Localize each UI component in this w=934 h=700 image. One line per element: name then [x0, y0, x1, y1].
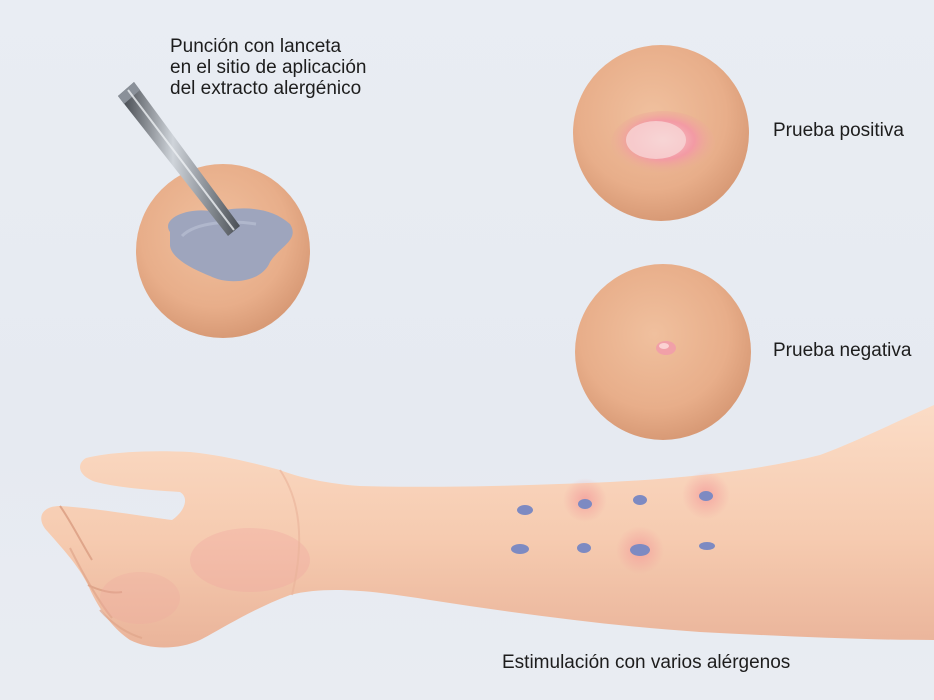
negative-test-disc — [575, 264, 751, 440]
lancet-puncture-disc — [136, 164, 310, 338]
allergen-spot — [699, 542, 715, 550]
allergen-spot — [577, 543, 591, 553]
allergen-spot — [511, 544, 529, 554]
negative-test-label: Prueba negativa — [773, 340, 911, 361]
lancet-label-line: del extracto alergénico — [170, 78, 366, 99]
allergen-spot — [699, 491, 713, 501]
positive-test-disc — [573, 45, 749, 221]
lancet-label: Punción con lanceta en el sitio de aplic… — [170, 36, 366, 99]
stimulation-label: Estimulación con varios alérgenos — [502, 652, 790, 673]
allergen-spot — [633, 495, 647, 505]
lancet-label-line: Punción con lanceta — [170, 36, 366, 57]
allergen-spot — [578, 499, 592, 509]
allergen-spot — [517, 505, 533, 515]
lancet-label-line: en el sitio de aplicación — [170, 57, 366, 78]
forearm-and-hand — [41, 405, 934, 648]
allergen-spot — [630, 544, 650, 556]
positive-test-label: Prueba positiva — [773, 120, 904, 141]
